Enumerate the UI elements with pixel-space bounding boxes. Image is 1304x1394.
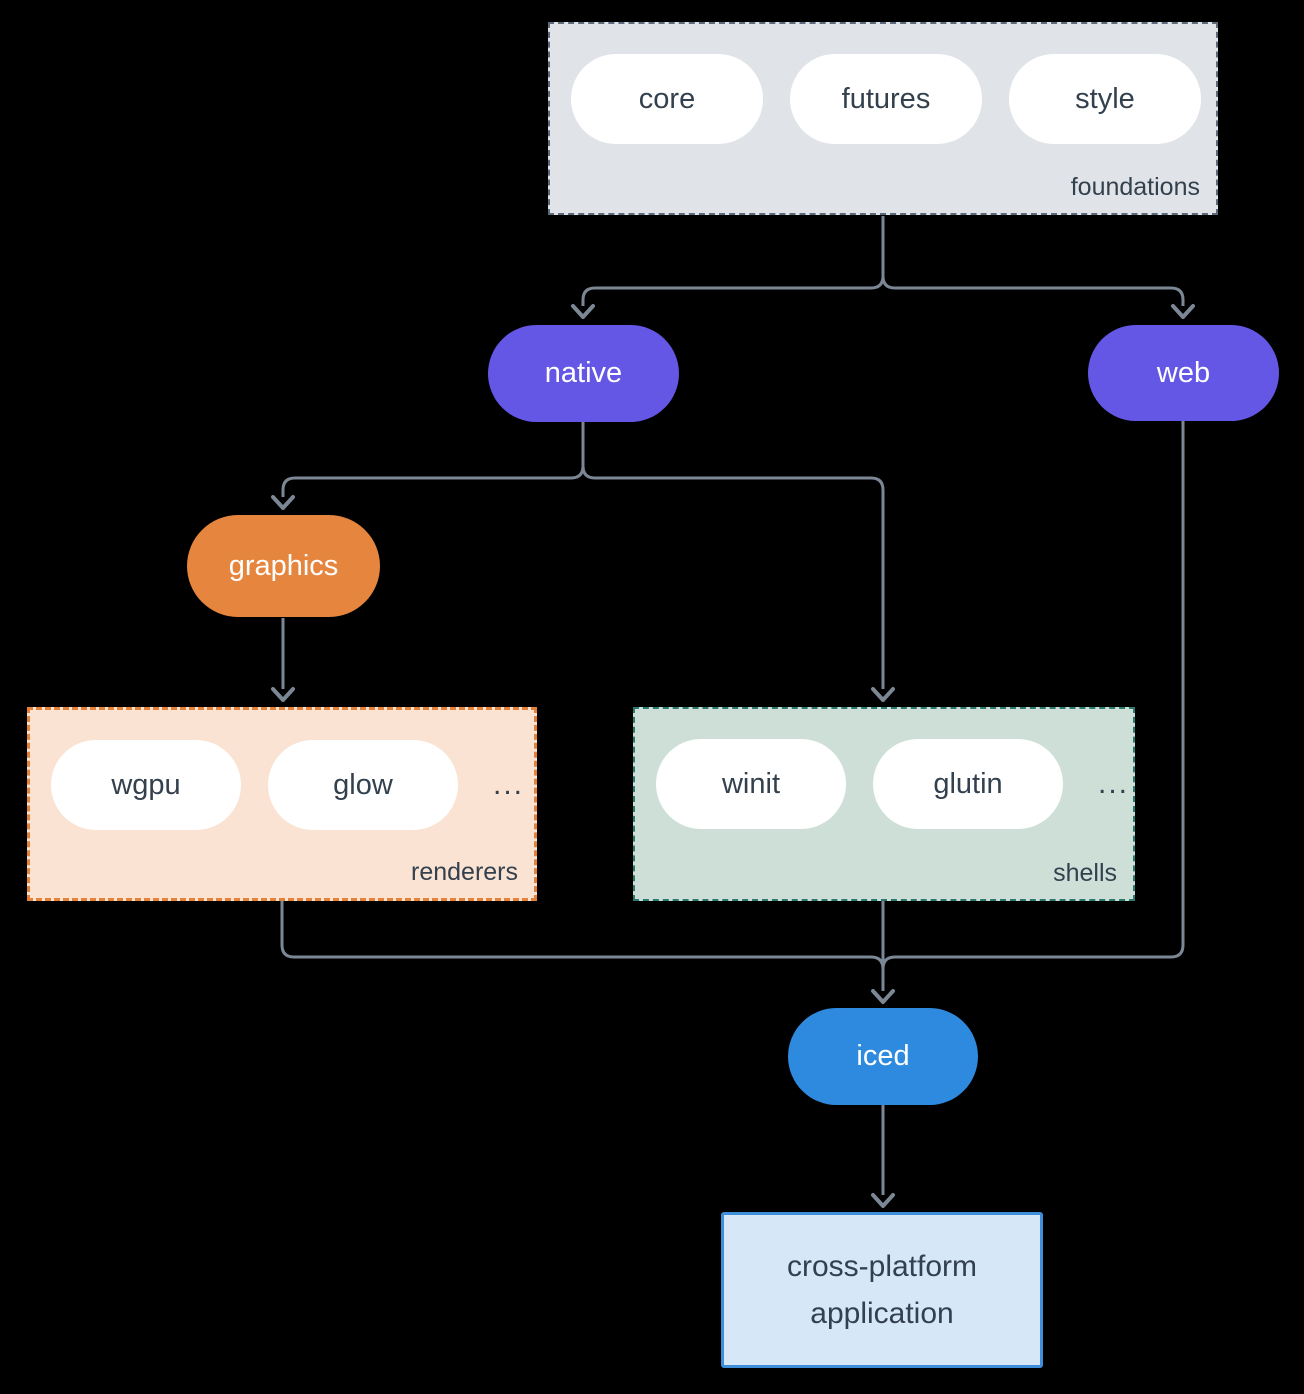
arrowhead-native xyxy=(571,304,595,319)
node-native: native xyxy=(488,325,679,422)
arrowhead-iced xyxy=(871,989,895,1004)
node-style: style xyxy=(1009,54,1201,144)
node-web: web xyxy=(1088,325,1279,421)
foundations-pill-row: core futures style xyxy=(571,54,1201,144)
renderers-ellipsis: ... xyxy=(493,768,525,801)
node-glow: glow xyxy=(268,740,458,830)
arrowhead-app xyxy=(871,1193,895,1208)
edge-native-to-graphics xyxy=(281,465,585,497)
arrowhead-graphics xyxy=(271,495,295,510)
edge-renderers-to-iced xyxy=(280,901,885,970)
arrowhead-renderers xyxy=(271,687,295,702)
edge-foundations-to-web xyxy=(881,275,1185,306)
node-graphics: graphics xyxy=(187,515,380,617)
node-iced: iced xyxy=(788,1008,978,1105)
node-core: core xyxy=(571,54,763,144)
node-wgpu: wgpu xyxy=(51,740,241,830)
node-glutin: glutin xyxy=(873,739,1063,829)
app-label-line1: cross-platform xyxy=(786,1250,978,1283)
shells-pill-row: winit glutin ... xyxy=(656,739,1129,829)
node-cross-platform-application: cross-platform application xyxy=(721,1212,1043,1368)
edge-foundations-to-native xyxy=(581,275,885,306)
renderers-label: renderers xyxy=(411,858,518,886)
group-shells: winit glutin ... shells xyxy=(633,707,1135,901)
node-winit: winit xyxy=(656,739,846,829)
foundations-label: foundations xyxy=(1070,173,1200,201)
shells-ellipsis: ... xyxy=(1098,767,1130,800)
arrowhead-shells xyxy=(871,687,895,702)
edge-native-to-shells xyxy=(581,465,885,689)
renderers-pill-row: wgpu glow ... xyxy=(51,740,524,830)
app-label-line2: application xyxy=(810,1297,954,1330)
shells-label: shells xyxy=(1053,859,1117,887)
node-futures: futures xyxy=(790,54,982,144)
group-foundations: core futures style foundations xyxy=(548,22,1218,215)
group-renderers: wgpu glow ... renderers xyxy=(27,707,537,901)
arrowhead-web xyxy=(1171,304,1195,319)
